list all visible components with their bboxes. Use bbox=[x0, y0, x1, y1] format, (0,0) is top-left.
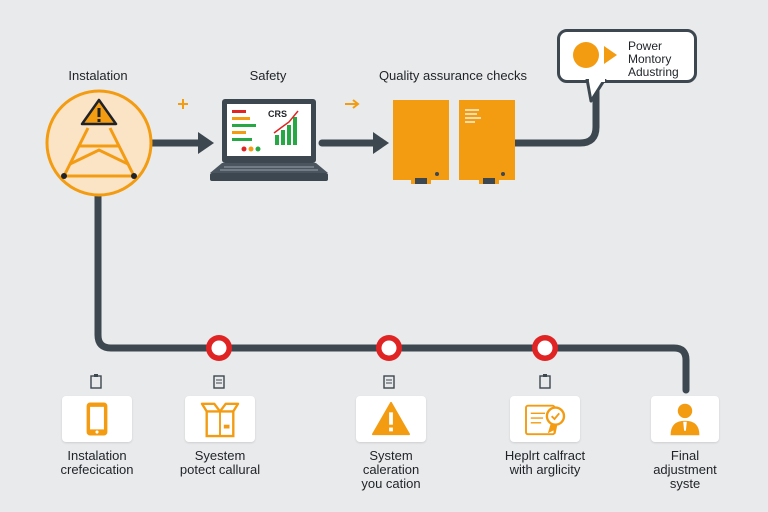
card-system-protect bbox=[185, 396, 255, 442]
small-clipboard-icon-2 bbox=[213, 375, 225, 389]
bottom-label-3: System caleration you cation bbox=[336, 449, 446, 491]
milestone-marker-3 bbox=[532, 335, 558, 361]
card-system-calibration bbox=[356, 396, 426, 442]
person-icon bbox=[670, 403, 700, 436]
bottom-label-2-line-1: Syestem bbox=[194, 448, 246, 463]
bubble-line-1: Power bbox=[628, 39, 663, 53]
warning-icon bbox=[372, 401, 410, 436]
bottom-label-1-line-1: Instalation bbox=[67, 448, 127, 463]
small-arrow-2 bbox=[345, 99, 360, 109]
card-installation-certification bbox=[62, 396, 132, 442]
bubble-line-3: Adustring bbox=[628, 65, 679, 79]
bottom-label-4-line-2: with arglicity bbox=[509, 462, 581, 477]
step-label-safety: Safety bbox=[249, 68, 287, 83]
bottom-label-3-line-3: you cation bbox=[361, 476, 421, 491]
bottom-label-1: Instalation crefecication bbox=[44, 449, 150, 477]
power-monitoring-bubble: Power Montory Adustring bbox=[557, 29, 697, 83]
bottom-label-5-line-2: adjustment bbox=[653, 462, 717, 477]
laptop-screen-text: CRS bbox=[268, 109, 288, 119]
bottom-label-2-line-2: potect callural bbox=[179, 462, 261, 477]
bottom-label-3-line-1: System bbox=[369, 448, 413, 463]
bottom-label-5: Final adjustment syste bbox=[630, 449, 740, 491]
step-label-installation: Instalation bbox=[68, 68, 128, 83]
bottom-label-2: Syestem potect callural bbox=[160, 449, 280, 477]
bottom-label-4: Heplrt calfract with arglicity bbox=[486, 449, 604, 477]
step-label-quality: Quality assurance checks bbox=[378, 68, 528, 83]
line-quality-to-power bbox=[511, 82, 600, 147]
speech-bubble-icon bbox=[573, 42, 617, 68]
small-clipboard-icon-3 bbox=[383, 375, 395, 389]
main-loop-line bbox=[94, 191, 690, 394]
card-final-adjustment bbox=[651, 396, 719, 442]
bottom-label-3-line-2: caleration bbox=[362, 462, 420, 477]
documents-icon bbox=[393, 100, 515, 184]
arrow-safety-to-quality bbox=[318, 132, 389, 154]
box-icon bbox=[200, 402, 240, 438]
warning-cone-icon bbox=[45, 89, 153, 197]
bottom-label-5-line-1: Final bbox=[670, 448, 700, 463]
bottom-label-4-line-1: Heplrt calfract bbox=[504, 448, 586, 463]
milestone-marker-2 bbox=[376, 335, 402, 361]
small-arrow-1 bbox=[178, 99, 188, 109]
card-heplrt-calfract bbox=[510, 396, 580, 442]
bottom-label-1-line-2: crefecication bbox=[60, 462, 134, 477]
small-clipboard-icon-4 bbox=[539, 374, 551, 389]
phone-icon bbox=[86, 402, 108, 436]
certificate-icon bbox=[525, 404, 566, 436]
arrow-installation-to-safety bbox=[148, 132, 214, 154]
bubble-tail bbox=[585, 79, 607, 103]
bubble-line-2: Montory bbox=[628, 52, 672, 66]
small-clipboard-icon-1 bbox=[90, 374, 102, 389]
laptop-chart-icon bbox=[210, 99, 328, 181]
bottom-label-5-line-3: syste bbox=[669, 476, 701, 491]
milestone-marker-1 bbox=[206, 335, 232, 361]
